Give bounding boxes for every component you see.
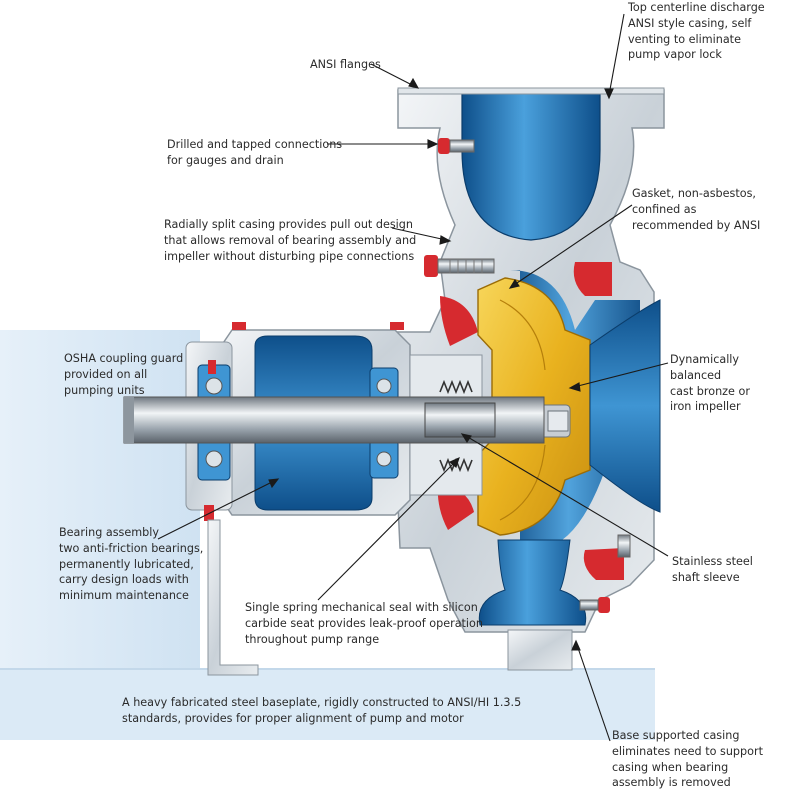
label-radially-split-casing: Radially split casing provides pull out … — [164, 218, 417, 263]
label-base-supported-casing: Base supported casing eliminates need to… — [612, 729, 763, 790]
leader-lines — [157, 13, 669, 742]
label-stainless-shaft-sleeve: Stainless steel shaft sleeve — [672, 555, 753, 584]
label-baseplate: A heavy fabricated steel baseplate, rigi… — [122, 696, 522, 725]
casing-bolts — [424, 138, 631, 613]
label-impeller: Dynamically balanced cast bronze or iron… — [670, 353, 750, 414]
label-ansi-flanges: ANSI flanges — [310, 58, 381, 71]
label-top-centerline-discharge: Top centerline discharge ANSI style casi… — [628, 1, 765, 62]
shaft-sleeve — [424, 402, 496, 438]
label-osha-coupling-guard: OSHA coupling guard provided on all pump… — [64, 352, 184, 397]
label-drilled-tapped-connections: Drilled and tapped connections for gauge… — [167, 138, 343, 167]
label-mechanical-seal: Single spring mechanical seal with silic… — [245, 601, 483, 646]
baseplate — [0, 668, 655, 740]
label-gasket: Gasket, non-asbestos, confined as recomm… — [632, 187, 761, 232]
frame-foot — [207, 519, 259, 676]
label-bearing-assembly: Bearing assembly two anti-friction beari… — [59, 526, 204, 603]
discharge-nozzle — [461, 91, 601, 241]
suction-outlet — [478, 539, 587, 626]
casing-foot — [507, 629, 573, 671]
